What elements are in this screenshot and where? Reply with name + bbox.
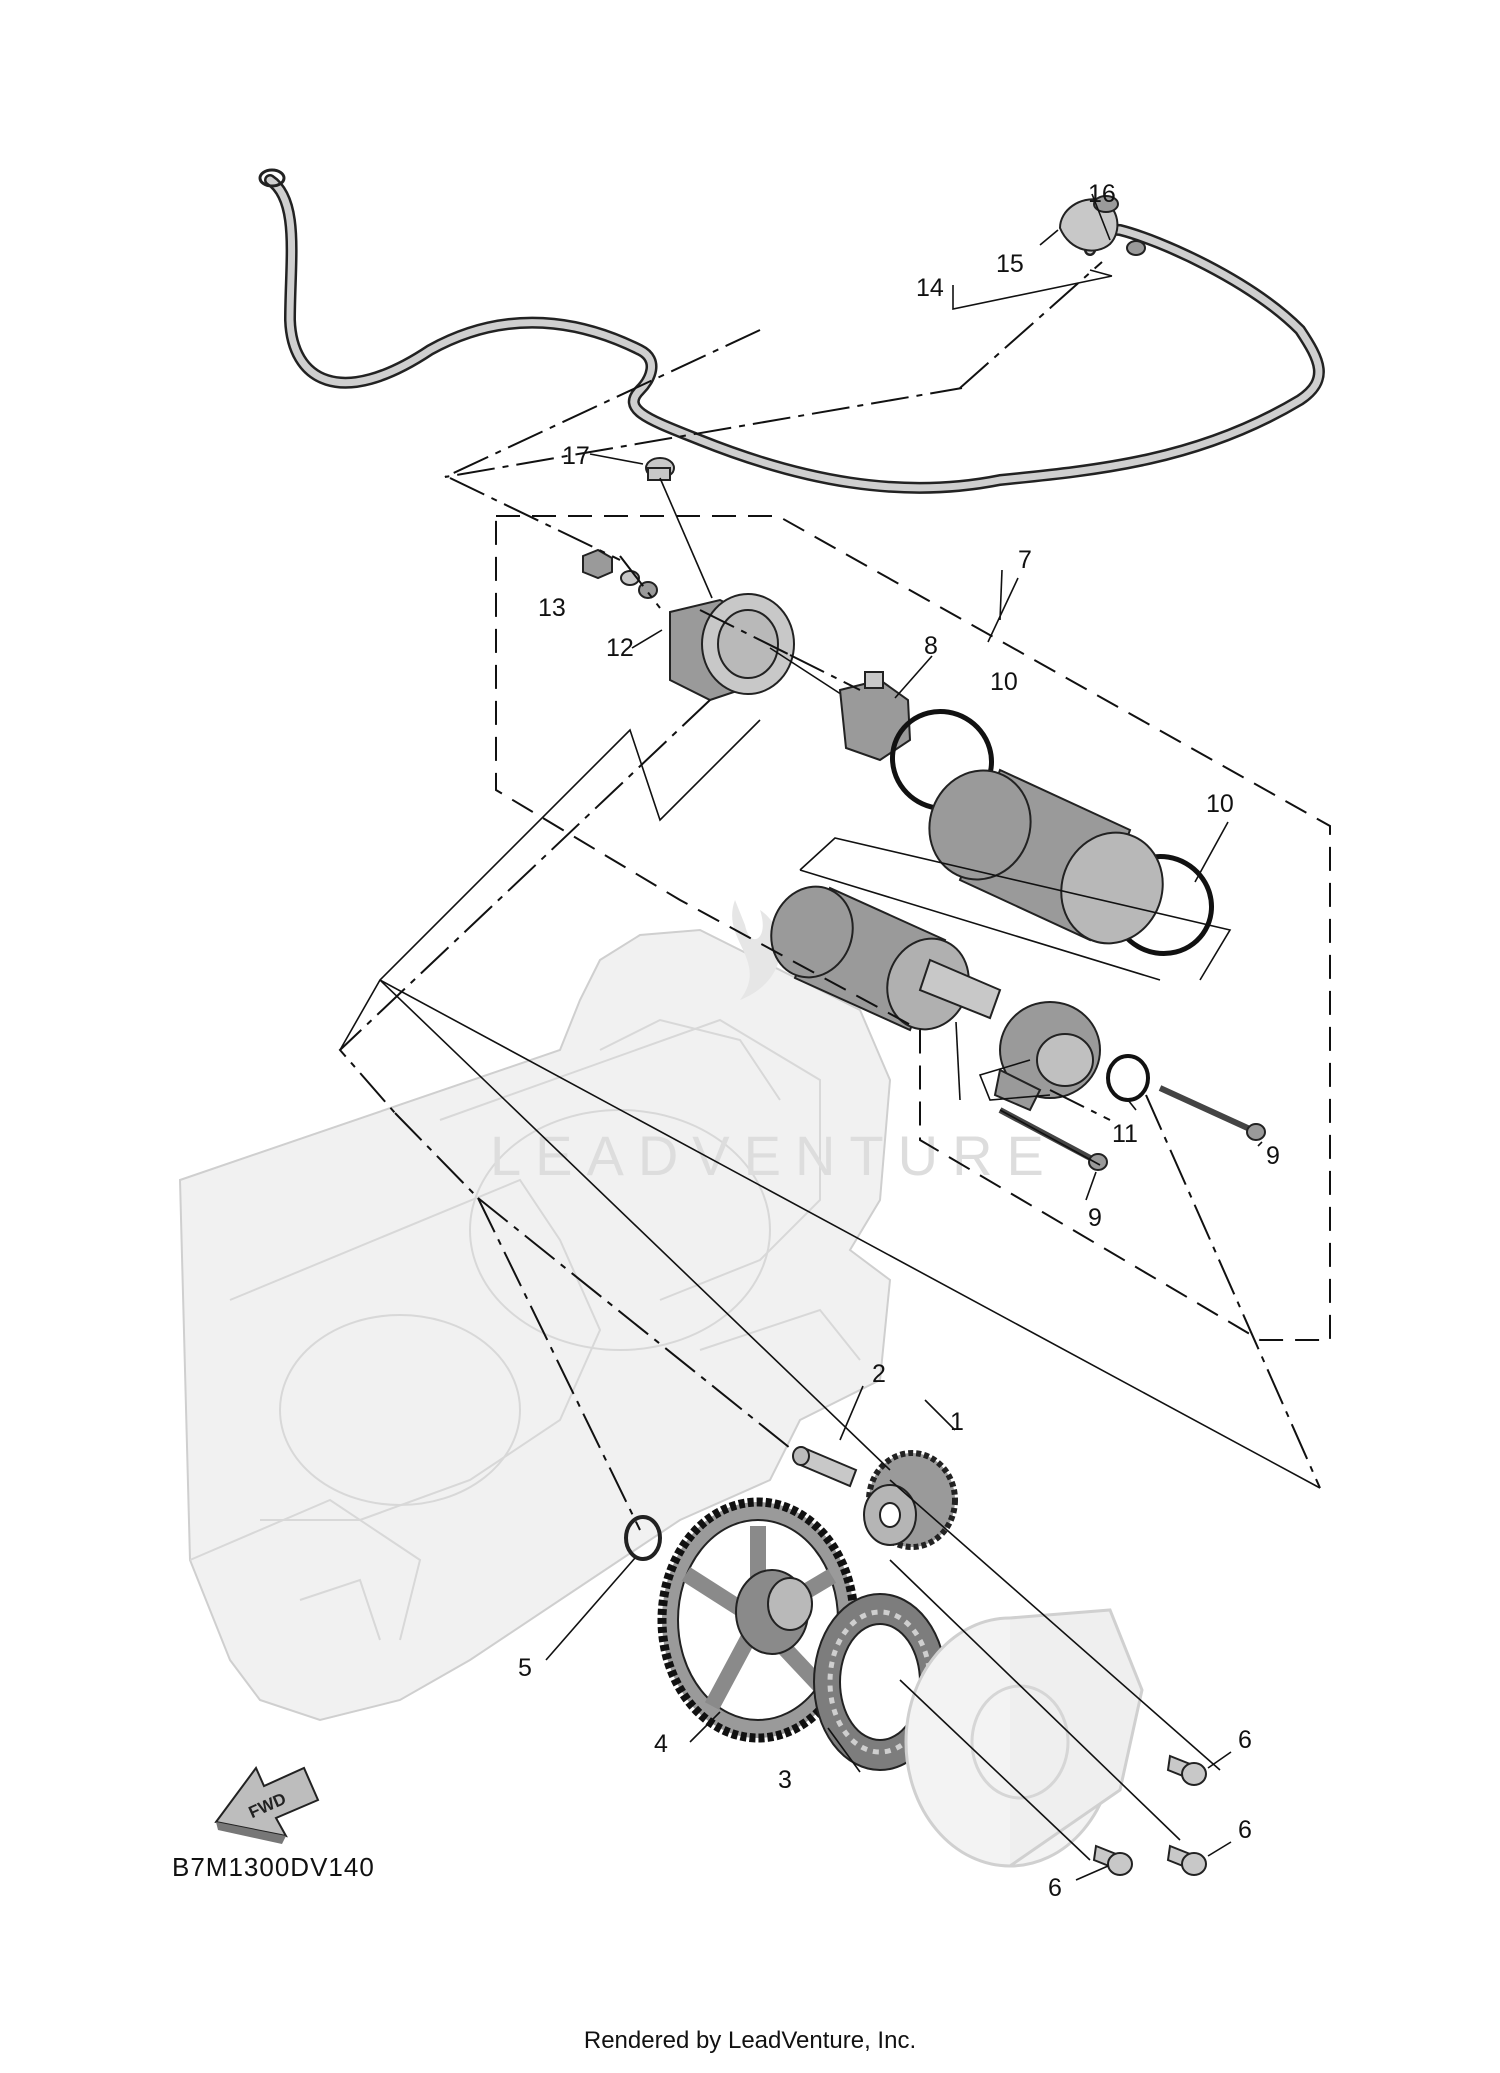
callout-labels: 1 2 3 4 5 6 6 6 7 8 9 9 10 10 11 12 13 1… — [518, 180, 1280, 1902]
armature-part — [770, 885, 1002, 1032]
front-cover-part — [993, 1001, 1101, 1112]
callout-2: 2 — [872, 1360, 886, 1388]
watermark-text: LEADVENTURE — [490, 1124, 1058, 1187]
shaft-part — [792, 1446, 858, 1488]
callout-17: 17 — [562, 442, 590, 470]
callout-10b: 10 — [1206, 790, 1234, 818]
callout-6c: 6 — [1048, 1874, 1062, 1902]
long-bolt-part-a — [1158, 1085, 1266, 1141]
callout-9a: 9 — [1266, 1142, 1280, 1170]
callout-4: 4 — [654, 1730, 668, 1758]
callout-16: 16 — [1088, 180, 1116, 208]
starter-cable — [258, 168, 1325, 494]
callout-13: 13 — [538, 594, 566, 622]
callout-12: 12 — [606, 634, 634, 662]
nut-part — [1126, 240, 1146, 256]
washer-part — [624, 1515, 662, 1561]
bolt-part — [645, 457, 713, 599]
callout-11: 11 — [1112, 1120, 1138, 1148]
flywheel-bolt-part-c — [1092, 1844, 1133, 1876]
callout-6b: 6 — [1238, 1816, 1252, 1844]
terminal-cover-part — [1058, 195, 1119, 252]
callout-9b: 9 — [1088, 1204, 1102, 1232]
callout-10a: 10 — [990, 668, 1018, 696]
callout-7: 7 — [1018, 546, 1032, 574]
render-credit: Rendered by LeadVenture, Inc. — [584, 2027, 916, 2054]
callout-5: 5 — [518, 1654, 532, 1682]
flywheel-bolt-part-a — [1166, 1754, 1207, 1786]
starter-motor-assembly-outline — [495, 515, 1331, 1341]
callout-15: 15 — [996, 250, 1024, 278]
diagram-code: B7M1300DV140 — [172, 1852, 375, 1882]
brush-holder-part — [769, 647, 912, 762]
armature-bracket — [799, 837, 1232, 981]
flywheel-bolt-part-b — [1166, 1844, 1207, 1876]
callout-8: 8 — [924, 632, 938, 660]
callout-1: 1 — [950, 1408, 964, 1436]
rear-cover-part — [669, 593, 795, 702]
yoke-part — [928, 768, 1164, 945]
starter-wheel-gear-part — [657, 1497, 859, 1743]
flywheel-ghost — [904, 1608, 1144, 1868]
callout-3: 3 — [778, 1766, 792, 1794]
idler-gear-part — [863, 1450, 958, 1550]
o-ring-part-c — [1106, 1054, 1150, 1102]
callout-6a: 6 — [1238, 1726, 1252, 1754]
reference-frames — [339, 719, 1321, 1861]
watermark: LEADVENTURE — [490, 900, 1058, 1187]
reference-lines — [338, 261, 1321, 1531]
leader-lines — [545, 193, 1263, 1881]
callout-14: 14 — [916, 274, 944, 302]
forward-arrow-icon: FWD — [214, 1766, 320, 1844]
cable-bracket-14 — [952, 269, 1113, 310]
